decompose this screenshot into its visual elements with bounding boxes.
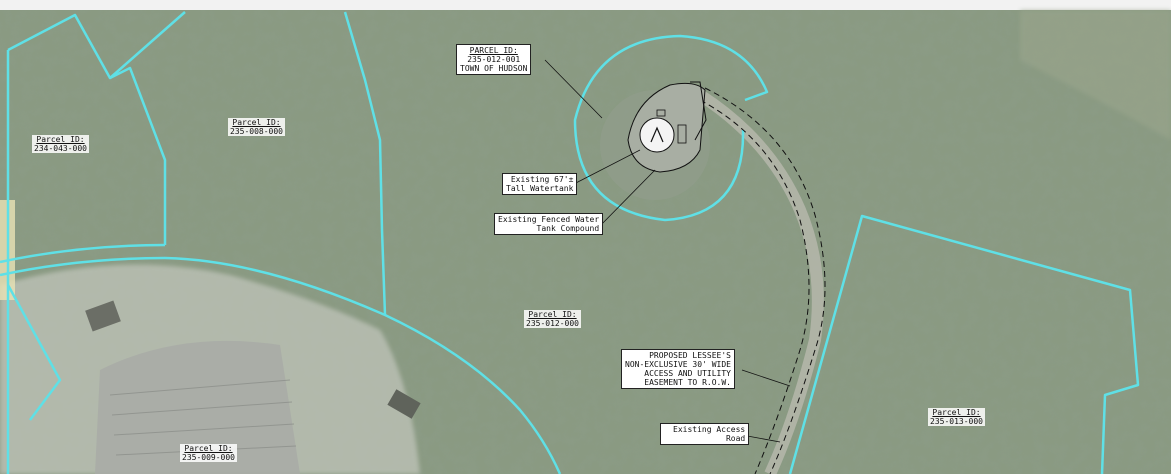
easement-lines (699, 87, 826, 474)
building (387, 389, 421, 419)
subject-parcel-owner: TOWN OF HUDSON (460, 64, 528, 73)
subject-parcel-circle (573, 34, 769, 222)
callout-line: Existing 67'± (510, 175, 574, 184)
parcel-label-id: 234-043-000 (34, 144, 87, 153)
building (85, 300, 121, 332)
callout-line: ACCESS AND UTILITY (644, 369, 731, 378)
parcel-label-id: 235-009-000 (182, 453, 235, 462)
parcel-label: Parcel ID: 235-008-000 (228, 118, 285, 136)
leader-lines (544, 59, 791, 443)
parcel-label-id: 235-008-000 (230, 127, 283, 136)
top-margin (0, 0, 1171, 10)
callout-line: EASEMENT TO R.O.W. (644, 378, 731, 387)
parcel-label-title: Parcel ID: (932, 408, 981, 417)
callout-line: Road (725, 434, 746, 443)
subject-parcel-title: PARCEL ID: (469, 46, 518, 55)
callout-line: Tank Compound (536, 224, 600, 233)
callout-line: Tall Watertank (506, 184, 574, 193)
watertank-callout: Existing 67'± Tall Watertank (502, 173, 578, 195)
parcel-label: Parcel ID: 235-013-000 (928, 408, 985, 426)
compound-callout: Existing Fenced Water Tank Compound (494, 213, 604, 235)
callout-line: PROPOSED LESSEE'S (649, 351, 731, 360)
parcel-label: Parcel ID: 235-012-000 (524, 310, 581, 328)
field-top-right (1020, 10, 1171, 140)
easement-callout: PROPOSED LESSEE'S NON-EXCLUSIVE 30' WIDE… (621, 349, 735, 389)
callout-line: NON-EXCLUSIVE 30' WIDE (625, 360, 731, 369)
subject-parcel-label: PARCEL ID: 235-012-001 TOWN OF HUDSON (456, 44, 532, 75)
callout-line: Existing Access (673, 425, 746, 434)
water-tank-compound (627, 81, 707, 173)
parcel-label-id: 235-013-000 (930, 417, 983, 426)
parcel-label-title: Parcel ID: (232, 118, 281, 127)
subject-parcel-id: 235-012-001 (467, 55, 521, 64)
access-road-callout: Existing Access Road (660, 423, 750, 445)
parcel-boundaries (0, 11, 1140, 474)
parcel-label-title: Parcel ID: (36, 135, 85, 144)
parcel-label: Parcel ID: 234-043-000 (32, 135, 89, 153)
parcel-label-title: Parcel ID: (184, 444, 233, 453)
parcel-label-title: Parcel ID: (528, 310, 577, 319)
parcel-label-id: 235-012-000 (526, 319, 579, 328)
water-tank (639, 117, 675, 153)
callout-line: Existing Fenced Water (498, 215, 600, 224)
parcel-label: Parcel ID: 235-009-000 (180, 444, 237, 462)
parking-lot (95, 340, 300, 474)
